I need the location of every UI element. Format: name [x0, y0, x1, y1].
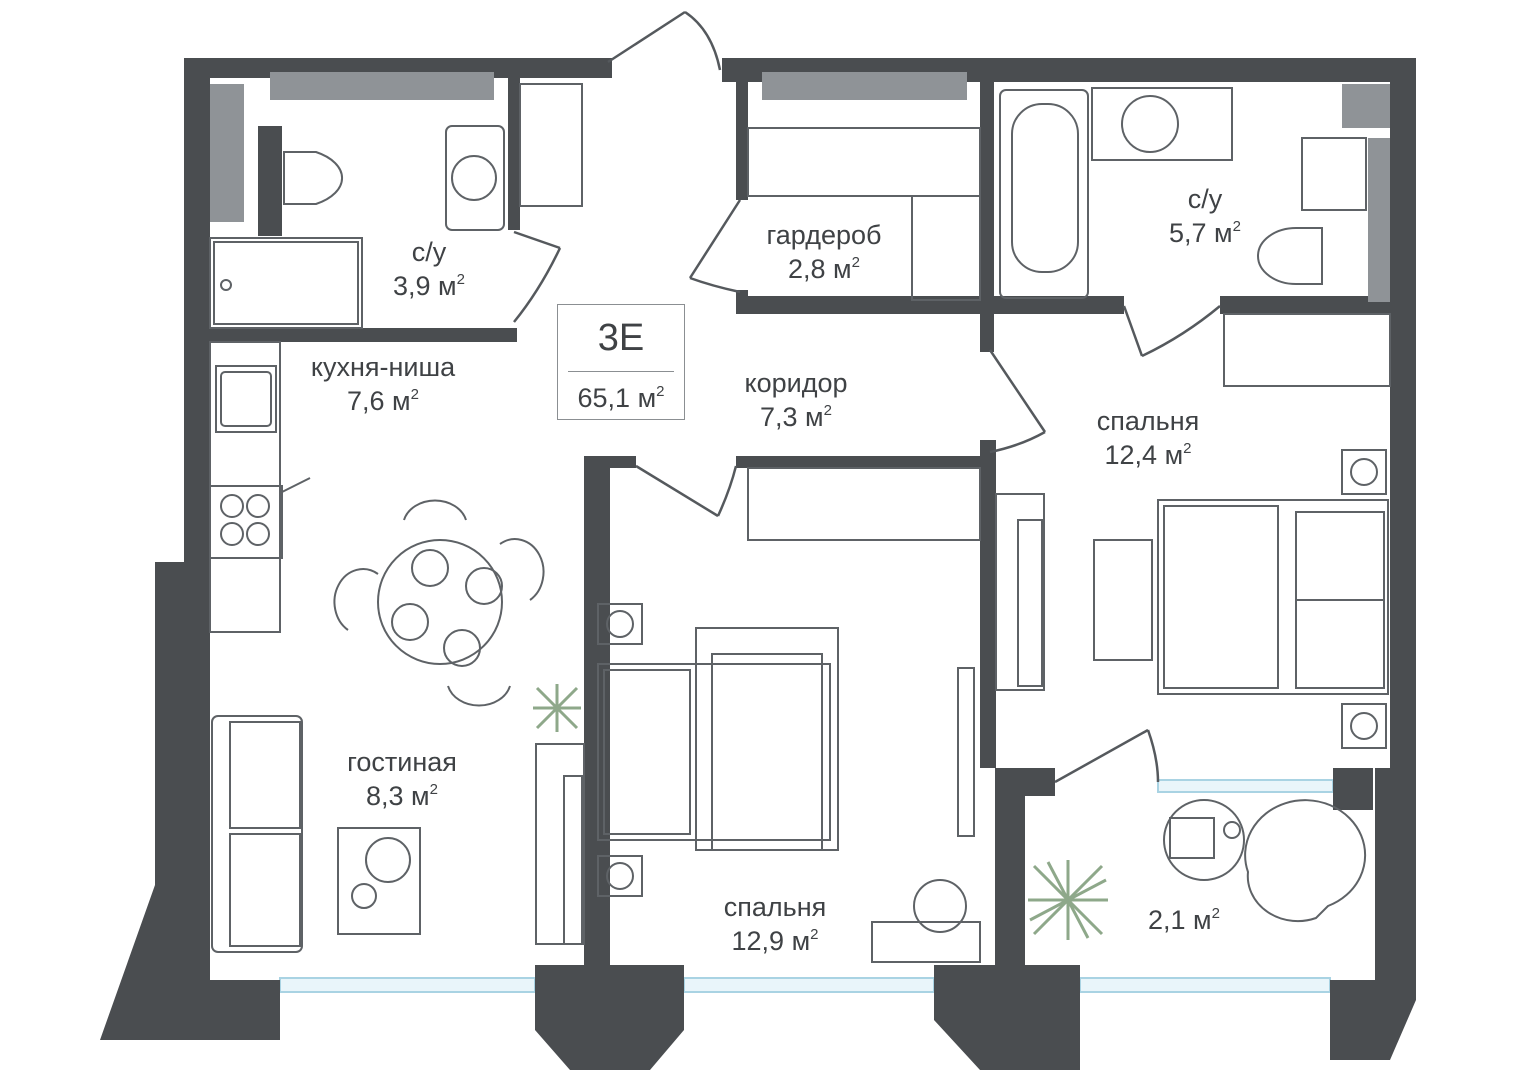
exterior-walls: [100, 58, 1416, 1070]
room-name: гостиная: [347, 747, 457, 777]
room-name: спальня: [723, 892, 827, 922]
room-label-balcony: 2,1 м2: [1148, 903, 1220, 937]
room-name: с/у: [411, 237, 447, 267]
room-label-bedroom-1: спальня 12,4 м2: [1097, 404, 1200, 472]
room-label-bathroom-2: с/у 5,7 м2: [1169, 182, 1241, 250]
room-name: с/у: [1187, 184, 1223, 214]
room-area: 3,9 м2: [393, 271, 465, 301]
room-label-bathroom-1: с/у 3,9 м2: [393, 235, 465, 303]
room-name: гардероб: [766, 220, 882, 250]
room-area: 7,6 м2: [347, 386, 419, 416]
room-area: 5,7 м2: [1169, 218, 1241, 248]
room-area: 12,4 м2: [1104, 440, 1192, 470]
furniture: [209, 83, 1391, 963]
badge-divider: [568, 371, 674, 372]
room-name: кухня-ниша: [310, 352, 456, 382]
room-area: 2,1 м2: [1148, 905, 1220, 935]
room-name: коридор: [744, 368, 848, 398]
room-label-corridor: коридор 7,3 м2: [744, 366, 847, 434]
room-label-bedroom-2: спальня 12,9 м2: [724, 890, 827, 958]
room-area: 8,3 м2: [366, 781, 438, 811]
interior-walls: [210, 78, 1390, 966]
room-label-living-room: гостиная 8,3 м2: [347, 745, 457, 813]
room-area: 12,9 м2: [731, 926, 819, 956]
room-name: спальня: [1096, 406, 1200, 436]
partitions: [210, 72, 1390, 302]
room-label-kitchen-niche: кухня-ниша 7,6 м2: [311, 350, 455, 418]
apartment-code: 3E: [597, 317, 645, 359]
apartment-badge: 3E 65,1 м2: [557, 304, 685, 420]
room-area: 7,3 м2: [760, 402, 832, 432]
apartment-total-area: 65,1 м2: [577, 383, 665, 413]
room-label-wardrobe: гардероб 2,8 м2: [767, 218, 882, 286]
plants: [533, 684, 1108, 940]
doors: [513, 10, 1221, 784]
room-area: 2,8 м2: [788, 254, 860, 284]
